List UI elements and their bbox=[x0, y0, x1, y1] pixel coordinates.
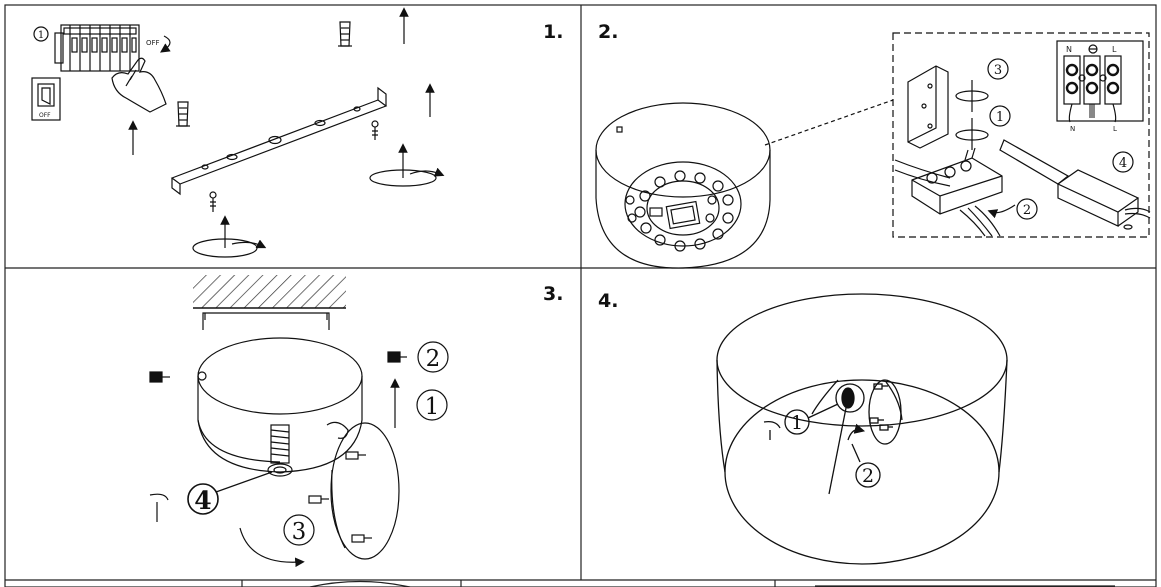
mounting-bracket-icon bbox=[170, 86, 388, 196]
rotate-arrow-icon bbox=[149, 493, 169, 522]
screw-icon bbox=[371, 120, 379, 140]
cover-plate-icon bbox=[308, 421, 400, 560]
panel2-callout-4-text: 4 bbox=[1119, 156, 1127, 171]
panel2-callout-1-text: 1 bbox=[996, 110, 1004, 125]
ceiling-bracket-icon bbox=[202, 312, 330, 330]
panel2-callout-2-text: 2 bbox=[1023, 203, 1031, 218]
panel4-callout-1: 1 bbox=[784, 409, 810, 435]
panel3-callout-3: 3 bbox=[283, 514, 315, 546]
panel4-callout-2: 2 bbox=[855, 462, 881, 488]
step-number-4: 4. bbox=[598, 290, 618, 312]
threaded-rod-icon bbox=[267, 424, 293, 477]
panel1-callout-1-text: 1 bbox=[38, 30, 44, 41]
panel4-callout-2-text: 2 bbox=[862, 465, 874, 487]
panel3-callout-4-text: 4 bbox=[194, 486, 211, 515]
panel3-callout-3-text: 3 bbox=[292, 519, 307, 545]
panel1-callout-1: 1 bbox=[33, 26, 49, 42]
rotate-off-arrow-icon bbox=[160, 35, 171, 53]
side-screw-icon bbox=[149, 371, 170, 383]
switch-off-label: OFF bbox=[39, 112, 51, 119]
terminal-block-diagram: N L N L bbox=[1056, 40, 1144, 133]
rotate-arrow-icon bbox=[763, 420, 781, 440]
canopy-icon bbox=[595, 102, 771, 269]
cover-screw-icon bbox=[345, 451, 366, 460]
lamp-shade-icon bbox=[716, 293, 1008, 565]
hand-icon bbox=[111, 57, 167, 113]
side-screw-icon bbox=[387, 351, 407, 363]
led-driver-icon bbox=[999, 139, 1151, 230]
rotate-arrow-icon bbox=[847, 423, 866, 441]
wall-plug-icon bbox=[338, 21, 352, 47]
terminal-n-label: N bbox=[1066, 45, 1072, 54]
screw-rotate-arrow-icon bbox=[369, 143, 445, 187]
panel3-callout-1: 1 bbox=[416, 389, 448, 421]
panel-3-mounting: 2 1 4 3 bbox=[149, 275, 449, 568]
detail-leader-line bbox=[764, 99, 894, 146]
panel2-callout-2: 2 bbox=[1016, 198, 1038, 220]
terminal-n-bottom-label: N bbox=[1070, 125, 1075, 133]
wall-switch-off-icon bbox=[31, 77, 61, 121]
wall-plug-icon bbox=[176, 101, 190, 127]
leader-line bbox=[215, 471, 273, 493]
panel-2-wiring: N L N L 3 1 bbox=[595, 32, 1151, 269]
ceiling-hatch bbox=[193, 275, 346, 308]
terminal-l-bottom-label: L bbox=[1113, 125, 1117, 133]
panel2-callout-4: 4 bbox=[1112, 151, 1134, 173]
cover-screw-icon bbox=[351, 534, 372, 543]
screw-rotate-arrow-icon bbox=[192, 215, 267, 258]
leader-line bbox=[807, 403, 839, 419]
circuit-breaker-icon bbox=[54, 24, 140, 72]
cover-screw-icon bbox=[308, 495, 329, 504]
rotate-arrow-icon bbox=[239, 527, 305, 568]
terminal-l-label: L bbox=[1112, 45, 1117, 54]
panel3-callout-2: 2 bbox=[417, 341, 449, 373]
panel-grid bbox=[4, 4, 1157, 587]
panel3-callout-1-text: 1 bbox=[425, 394, 440, 420]
panel3-callout-4: 4 bbox=[187, 483, 219, 515]
cap-screw-icon bbox=[873, 383, 888, 390]
panel2-callout-3: 3 bbox=[987, 58, 1009, 80]
connector-block-icon bbox=[894, 147, 1003, 237]
panel-1-power-off-and-bracket: 1 OFF bbox=[31, 7, 445, 258]
panel-4-shade: 1 2 bbox=[716, 293, 1008, 565]
panel4-callout-1-text: 1 bbox=[791, 412, 803, 434]
bracket-plate-icon bbox=[907, 65, 949, 149]
step-number-1: 1. bbox=[543, 21, 563, 43]
wiring-detail-box bbox=[892, 32, 1150, 238]
cap-screw-icon bbox=[869, 417, 884, 424]
panel3-callout-2-text: 2 bbox=[426, 346, 441, 372]
panel2-callout-1: 1 bbox=[989, 105, 1011, 127]
canopy-body-icon bbox=[197, 337, 363, 473]
step-number-3: 3. bbox=[543, 283, 563, 305]
screw-icon bbox=[209, 191, 217, 212]
breaker-off-label: OFF bbox=[146, 39, 160, 47]
step-number-2: 2. bbox=[598, 21, 618, 43]
panel2-callout-3-text: 3 bbox=[994, 63, 1002, 78]
cap-screw-icon bbox=[879, 424, 893, 431]
